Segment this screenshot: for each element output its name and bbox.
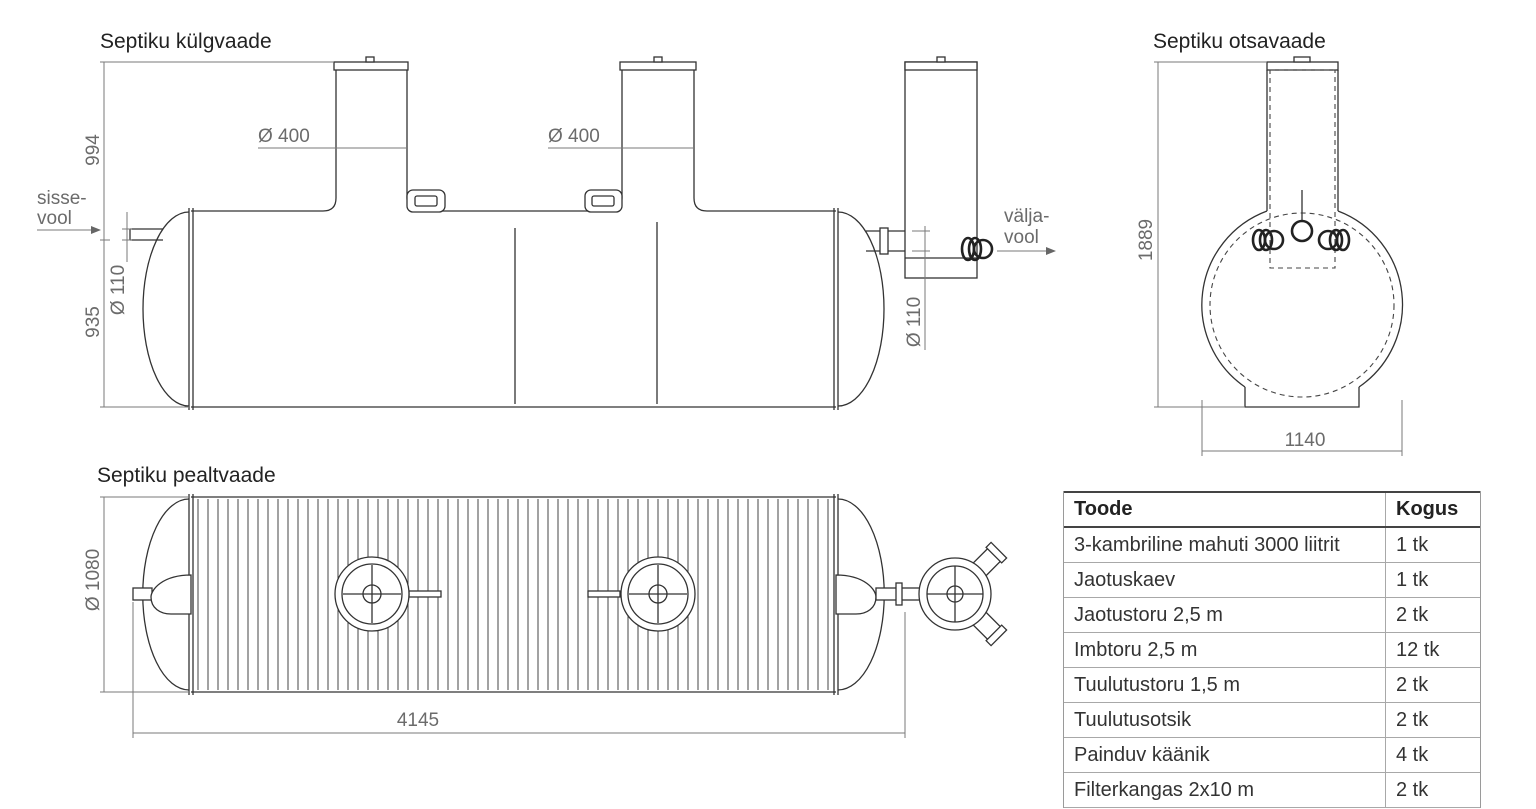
top-dimensions	[100, 496, 906, 738]
top-riser-2	[620, 556, 696, 632]
outlet-label-line1: välja-	[1004, 206, 1049, 227]
row-qty: 2 tk	[1396, 708, 1429, 731]
row-qty: 1 tk	[1396, 533, 1429, 556]
riser-1	[333, 56, 409, 71]
table-row: 3-kambriline mahuti 3000 liitrit 1 tk	[1064, 528, 1480, 563]
row-item: 3-kambriline mahuti 3000 liitrit	[1064, 528, 1386, 562]
top-inlet	[132, 574, 192, 615]
top-tank-outline	[142, 494, 885, 695]
height-upper-label: 994	[83, 134, 104, 166]
row-item: Tuulutusotsik	[1064, 703, 1386, 737]
side-view: 994 935 Ø 110 Ø 400 Ø 400 Ø 110 sisse- v…	[37, 56, 1056, 410]
riser-2	[619, 56, 697, 71]
row-item: Jaotuskaev	[1064, 563, 1386, 597]
row-item: Imbtoru 2,5 m	[1064, 633, 1386, 667]
lifting-lug-2	[584, 189, 623, 213]
header-qty: Kogus	[1396, 498, 1459, 520]
lifting-lug-1	[406, 189, 446, 213]
inlet-label-line1: sisse-	[37, 188, 87, 209]
height-lower-label: 935	[83, 306, 104, 338]
header-item: Toode	[1064, 493, 1386, 526]
outlet-pipe-coupling	[960, 236, 994, 262]
end-view: 1889 1140	[1136, 56, 1404, 456]
top-distribution-well	[918, 541, 1008, 647]
parts-table: Toode Kogus 3-kambriline mahuti 3000 lii…	[1063, 491, 1481, 808]
row-qty: 2 tk	[1396, 778, 1429, 801]
side-dimensions	[37, 61, 1056, 408]
end-riser	[1266, 56, 1339, 269]
end-pipe-center	[1290, 219, 1314, 243]
table-row: Tuulutusotsik 2 tk	[1064, 703, 1480, 738]
table-row: Jaotustoru 2,5 m 2 tk	[1064, 598, 1480, 633]
row-item: Tuulutustoru 1,5 m	[1064, 668, 1386, 702]
connector-bar-2	[587, 590, 621, 598]
table-row: Imbtoru 2,5 m 12 tk	[1064, 633, 1480, 668]
tank-body	[142, 70, 885, 410]
inlet-pipe	[129, 228, 163, 241]
end-pipe-left	[1251, 228, 1285, 252]
row-item: Jaotustoru 2,5 m	[1064, 598, 1386, 632]
row-qty: 4 tk	[1396, 743, 1429, 766]
inlet-label-line2: vool	[37, 208, 72, 229]
top-view: Ø 1080 4145	[83, 494, 1008, 738]
table-row: Jaotuskaev 1 tk	[1064, 563, 1480, 598]
outlet-label-line2: vool	[1004, 227, 1039, 248]
top-riser-1	[334, 556, 410, 632]
end-width-label: 1140	[1285, 430, 1326, 451]
side-view-title: Septiku külgvaade	[100, 30, 272, 53]
table-row: Filterkangas 2x10 m 2 tk	[1064, 773, 1480, 808]
top-outlet	[835, 574, 921, 615]
outlet-diameter-label: Ø 110	[904, 297, 925, 347]
row-item: Painduv käänik	[1064, 738, 1386, 772]
table-row: Tuulutustoru 1,5 m 2 tk	[1064, 668, 1480, 703]
end-dimensions	[1154, 61, 1403, 456]
distribution-well	[904, 56, 978, 279]
corrugation-ribs	[197, 499, 829, 690]
riser-2-diameter-label: Ø 400	[548, 126, 600, 147]
row-qty: 2 tk	[1396, 603, 1429, 626]
inlet-diameter-label: Ø 110	[108, 265, 129, 315]
top-diameter-label: Ø 1080	[83, 549, 104, 611]
end-pipe-right	[1317, 228, 1351, 252]
table-row: Painduv käänik 4 tk	[1064, 738, 1480, 773]
outlet-stub	[866, 227, 905, 255]
row-qty: 1 tk	[1396, 568, 1429, 591]
row-qty: 12 tk	[1396, 638, 1440, 661]
end-view-title: Septiku otsavaade	[1153, 30, 1326, 53]
end-height-label: 1889	[1136, 219, 1157, 261]
top-view-title: Septiku pealtvaade	[97, 464, 276, 487]
top-length-label: 4145	[397, 710, 439, 731]
connector-bar-1	[408, 590, 442, 598]
riser-1-diameter-label: Ø 400	[258, 126, 310, 147]
row-item: Filterkangas 2x10 m	[1064, 773, 1386, 807]
row-qty: 2 tk	[1396, 673, 1429, 696]
table-header: Toode Kogus	[1064, 491, 1480, 528]
